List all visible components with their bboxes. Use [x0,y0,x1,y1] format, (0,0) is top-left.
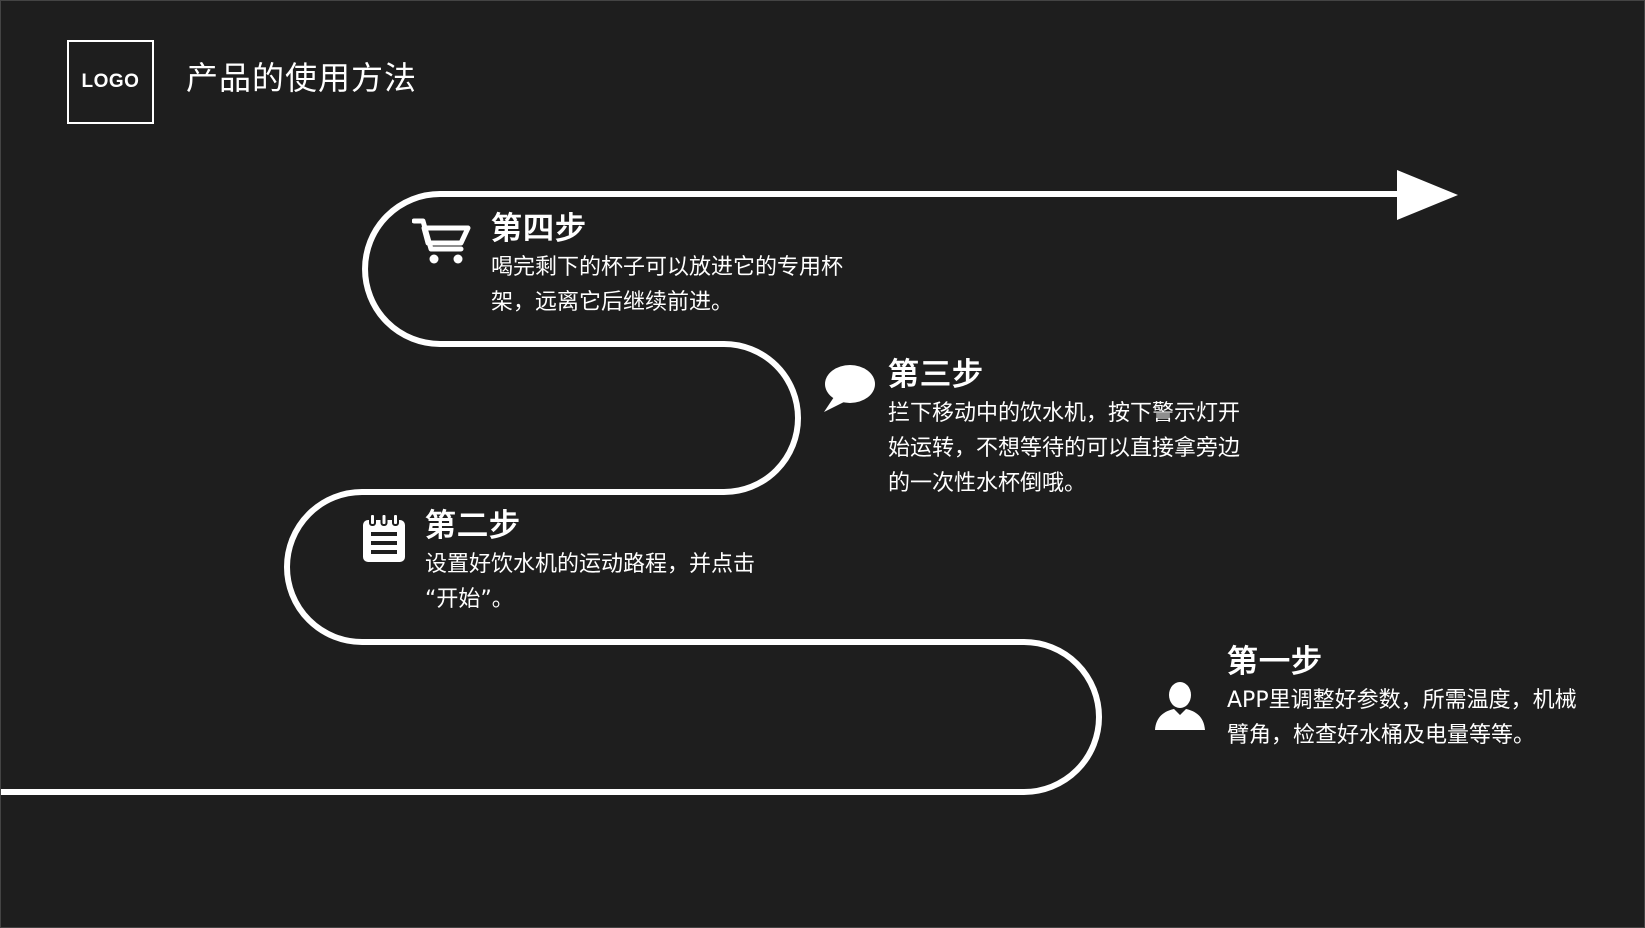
step-1-title: 第一步 [1227,644,1323,680]
step-1-desc: APP里调整好参数，所需温度，机械臂角，检查好水桶及电量等等。 [1227,688,1577,748]
page-title: 产品的使用方法 [186,59,418,97]
logo: LOGO [67,40,154,124]
step-2-desc: 设置好饮水机的运动路程，并点击 “开始”。 [425,552,756,612]
winding-road-line [0,191,1400,795]
step-4-title: 第四步 [491,211,587,247]
step-1: 第一步 APP里调整好参数，所需温度，机械臂角，检查好水桶及电量等等。 [1227,643,1582,753]
step-3-desc: 拦下移动中的饮水机，按下警示灯开始运转，不想等待的可以直接拿旁边的一次性水杯倒哦… [888,401,1241,496]
shopping-cart-icon [412,218,471,264]
step-4: 第四步 喝完剩下的杯子可以放进它的专用杯架，远离它后继续前进。 [491,210,851,320]
step-3-title: 第三步 [888,357,984,393]
logo-text: LOGO [81,71,140,92]
user-icon [1155,682,1205,730]
speech-bubble-icon [824,365,875,412]
arrow-head [1397,170,1458,220]
step-2: 第二步 设置好饮水机的运动路程，并点击 “开始”。 [425,507,785,617]
step-4-desc: 喝完剩下的杯子可以放进它的专用杯架，远离它后继续前进。 [491,255,844,315]
notepad-icon [363,513,405,562]
step-2-title: 第二步 [425,508,521,544]
step-3: 第三步 拦下移动中的饮水机，按下警示灯开始运转，不想等待的可以直接拿旁边的一次性… [888,356,1248,501]
